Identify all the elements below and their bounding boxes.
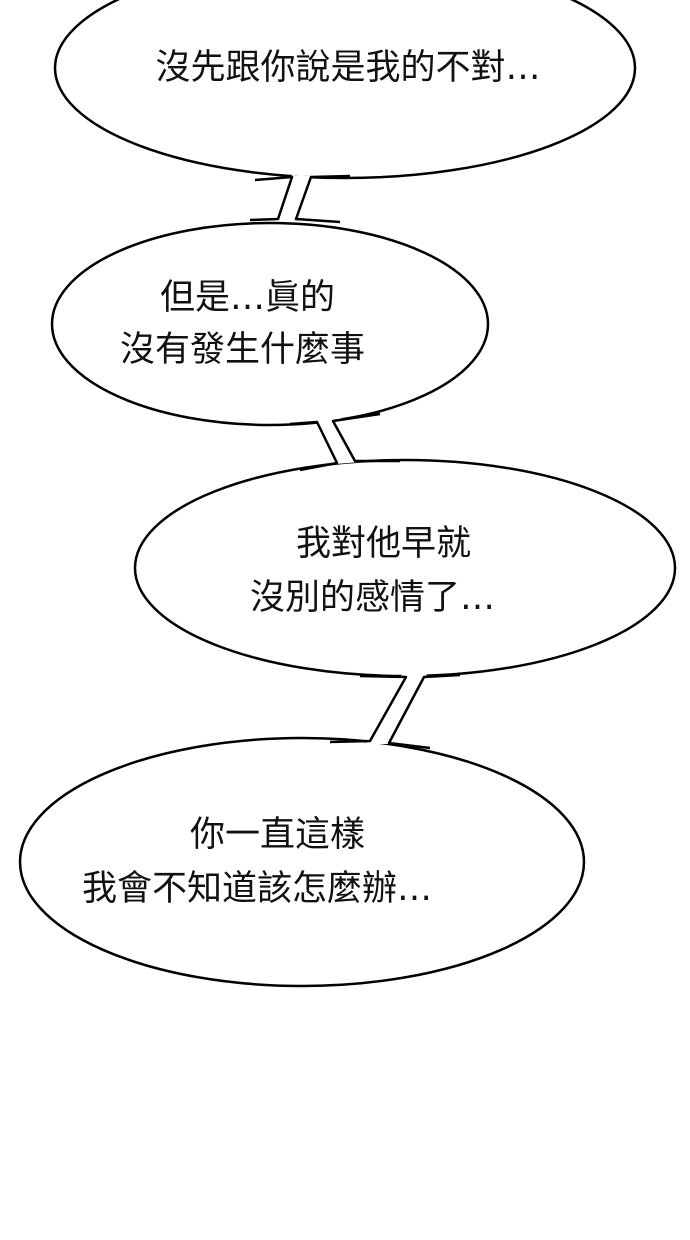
bubble-2-line-1: 但是…眞的: [160, 278, 336, 318]
bubble-4-line-2: 我會不知道該怎麼辦…: [82, 869, 433, 909]
bubble-tail-2-3: [289, 412, 400, 472]
bubble-3-line-2: 沒別的感情了…: [250, 578, 496, 618]
speech-bubble-2: [50, 221, 490, 427]
bubble-1-line-1: 沒先跟你說是我的不對…: [155, 48, 541, 88]
bubble-3-line-1: 我對他早就: [296, 524, 472, 564]
bubble-2-line-2: 沒有發生什麼事: [120, 330, 366, 370]
speech-bubble-3: [133, 458, 677, 678]
speech-bubble-4: [18, 736, 586, 988]
bubble-tail-3-4: [329, 672, 461, 750]
speech-bubble-1: [53, 0, 637, 180]
bubble-4-line-1: 你一直這樣: [190, 815, 366, 855]
bubble-tail-1-2: [249, 174, 351, 224]
